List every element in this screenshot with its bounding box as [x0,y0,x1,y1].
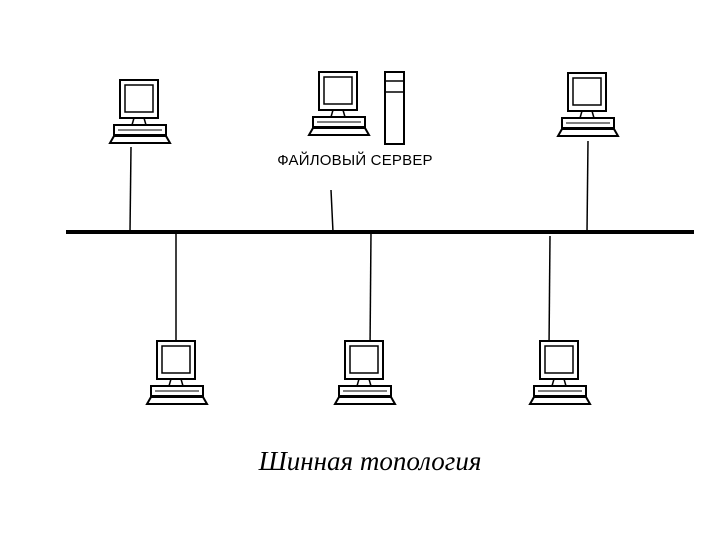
drop-line-bottom-center [369,231,372,351]
drop-line-bottom-right [548,235,551,349]
computer-icon-bottom-right [529,340,591,405]
computer-icon-top-center [308,71,370,136]
computer-icon-bottom-center [334,340,396,405]
computer-icon-top-right [557,72,619,137]
server-tower-icon [384,71,405,145]
file-server-label: ФАЙЛОВЫЙ СЕРВЕР [277,152,433,169]
drop-line-top-center [330,189,334,233]
computer-icon-bottom-left [146,340,208,405]
computer-icon-top-left [109,79,171,144]
drop-line-top-left [129,146,132,233]
drop-line-top-right [586,140,589,233]
diagram-caption: Шинная топология [258,446,482,476]
